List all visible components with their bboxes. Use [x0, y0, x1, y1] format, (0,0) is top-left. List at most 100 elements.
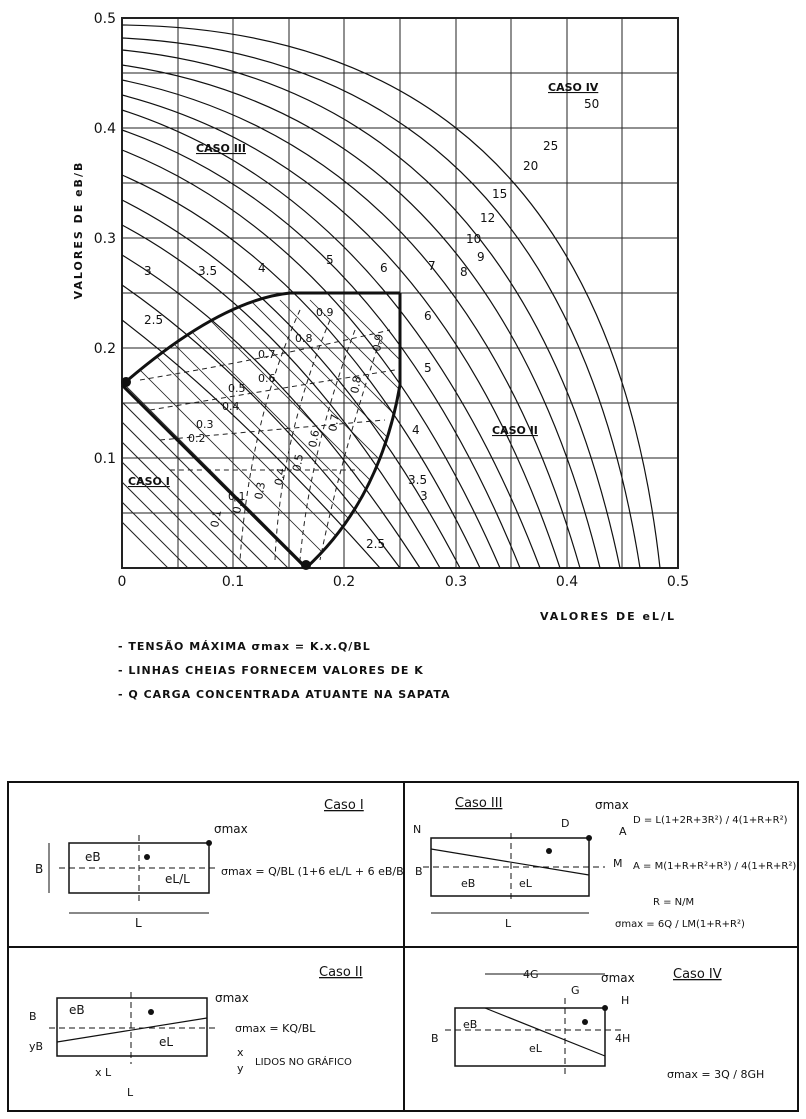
corner-point [586, 835, 592, 841]
k-label: 3.5 [198, 264, 217, 278]
4h-label: 4H [615, 1032, 630, 1045]
eb-label: eB [461, 877, 475, 890]
x-tick: 0.1 [222, 574, 244, 590]
region-label-caso-ii: CASO II [492, 424, 538, 437]
smax-label: σmax [214, 822, 248, 836]
panel-caso-iii: Caso III σmax N D A M B eB eL L D = L(1+… [403, 781, 799, 948]
x-tick: 0 [118, 574, 127, 590]
l-label: L [505, 917, 512, 930]
k-label: 15 [492, 187, 507, 201]
notes: - TENSÃO MÁXIMA σmax = K.x.Q/BL - LINHAS… [118, 640, 451, 712]
xy-x: x [237, 1046, 244, 1059]
k-label: 7 [428, 259, 436, 273]
b-label: B [35, 862, 43, 876]
y-contour-label: 0.4 [272, 467, 288, 486]
k-label: 5 [326, 253, 334, 267]
b-label: B [415, 865, 423, 878]
xy-text: LIDOS NO GRÁFICO [255, 1055, 352, 1068]
x-tick: 0.4 [556, 574, 578, 590]
b-label: B [29, 1010, 37, 1023]
panel-caso-ii: Caso II σmax eB eL B yB x L L σmax = KQ/… [7, 946, 405, 1112]
m-label: M [613, 857, 623, 870]
a-label: A [619, 825, 627, 838]
formula-r: R = N/M [653, 897, 694, 908]
formula: σmax = KQ/BL [235, 1022, 316, 1035]
region-label-caso-iv: CASO IV [548, 81, 599, 94]
k-label: 20 [523, 159, 538, 173]
k-label: 5 [424, 361, 432, 375]
design-chart: 0 0.1 0.2 0.3 0.4 0.5 0.1 0.2 0.3 0.4 0.… [72, 11, 689, 623]
k-label: 2.5 [144, 313, 163, 327]
panel-caso-i: Caso I σmax eB eL/L B L σmax = Q/BL (1+6… [7, 781, 405, 948]
load-point [148, 1009, 154, 1015]
formula: σmax = Q/BL (1+6 eL/L + 6 eB/B) [221, 865, 405, 878]
k-label: 3 [420, 489, 428, 503]
4g-label: 4G [523, 968, 539, 981]
xy-y: y [237, 1062, 244, 1075]
y-contour-label: 0.8 [348, 375, 364, 394]
caso-i-hatching [122, 385, 306, 568]
k-label: 8 [460, 265, 468, 279]
g-label: G [571, 984, 580, 997]
el-label: eL [519, 877, 533, 890]
y-tick: 0.2 [94, 341, 116, 357]
x-contour-label: 0.5 [228, 382, 246, 395]
load-point [582, 1019, 588, 1025]
x-y-dashed-lines [139, 309, 396, 561]
x-axis-label: VALORES DE eL/L [540, 610, 676, 623]
l-label: L [127, 1086, 134, 1099]
formula-smax: σmax = 6Q / LM(1+R+R²) [615, 919, 745, 930]
region-label-caso-iii: CASO III [196, 142, 246, 155]
y-contour-label: 0.2 [230, 495, 246, 514]
eb-label: eB [69, 1003, 85, 1017]
y-contour-label: 0.7 [326, 413, 342, 432]
y-tick: 0.4 [94, 121, 116, 137]
x-contour-label: 0.4 [222, 400, 240, 413]
k-label: 10 [466, 232, 481, 246]
k-label: 9 [477, 250, 485, 264]
panel-title: Caso III [455, 796, 502, 811]
k-label: 12 [480, 211, 495, 225]
k-label: 6 [380, 261, 388, 275]
el-label: eL/L [165, 872, 190, 886]
x-contour-label: 0.3 [196, 418, 214, 431]
corner-point [206, 840, 212, 846]
n-label: N [413, 823, 421, 836]
k-label: 3.5 [408, 473, 427, 487]
el-label: eL [529, 1042, 543, 1055]
k-label: 50 [584, 97, 599, 111]
note-line: - LINHAS CHEIAS FORNECEM VALORES DE K [118, 664, 424, 677]
k-label: 4 [412, 423, 420, 437]
corner-point-bottom [301, 560, 311, 570]
l-label: L [135, 916, 142, 930]
eb-label: eB [85, 850, 101, 864]
x-contour-label: 0.6 [258, 372, 276, 385]
y-tick: 0.1 [94, 451, 116, 467]
x-contour-label: 0.2 [188, 432, 206, 445]
load-point [144, 854, 150, 860]
formula: σmax = 3Q / 8GH [667, 1068, 764, 1081]
yb-label: yB [29, 1040, 43, 1053]
k-curves [121, 24, 661, 569]
k-label: 2.5 [366, 537, 385, 551]
x-contour-label: 0.8 [295, 332, 313, 345]
x-tick: 0.5 [667, 574, 689, 590]
y-contour-label: 0.9 [370, 333, 386, 352]
formula-d: D = L(1+2R+3R²) / 4(1+R+R²) [633, 815, 788, 826]
y-contour-label: 0.5 [290, 453, 306, 472]
footing-rect [56, 997, 208, 1057]
k-label: 3 [144, 264, 152, 278]
boundary-curves [120, 291, 402, 570]
formula-a: A = M(1+R+R²+R³) / 4(1+R+R²) [633, 861, 796, 872]
x-tick: 0.2 [333, 574, 355, 590]
x-contour-label: 0.1 [228, 490, 246, 503]
k-label: 25 [543, 139, 558, 153]
load-point [546, 848, 552, 854]
eb-label: eB [463, 1018, 477, 1031]
el-label: eL [159, 1035, 173, 1049]
d-label: D [561, 817, 569, 830]
x-tick: 0.3 [445, 574, 467, 590]
note-line: - Q CARGA CONCENTRADA ATUANTE NA SAPATA [118, 688, 451, 701]
b-label: B [431, 1032, 439, 1045]
xl-label: x L [95, 1066, 112, 1079]
